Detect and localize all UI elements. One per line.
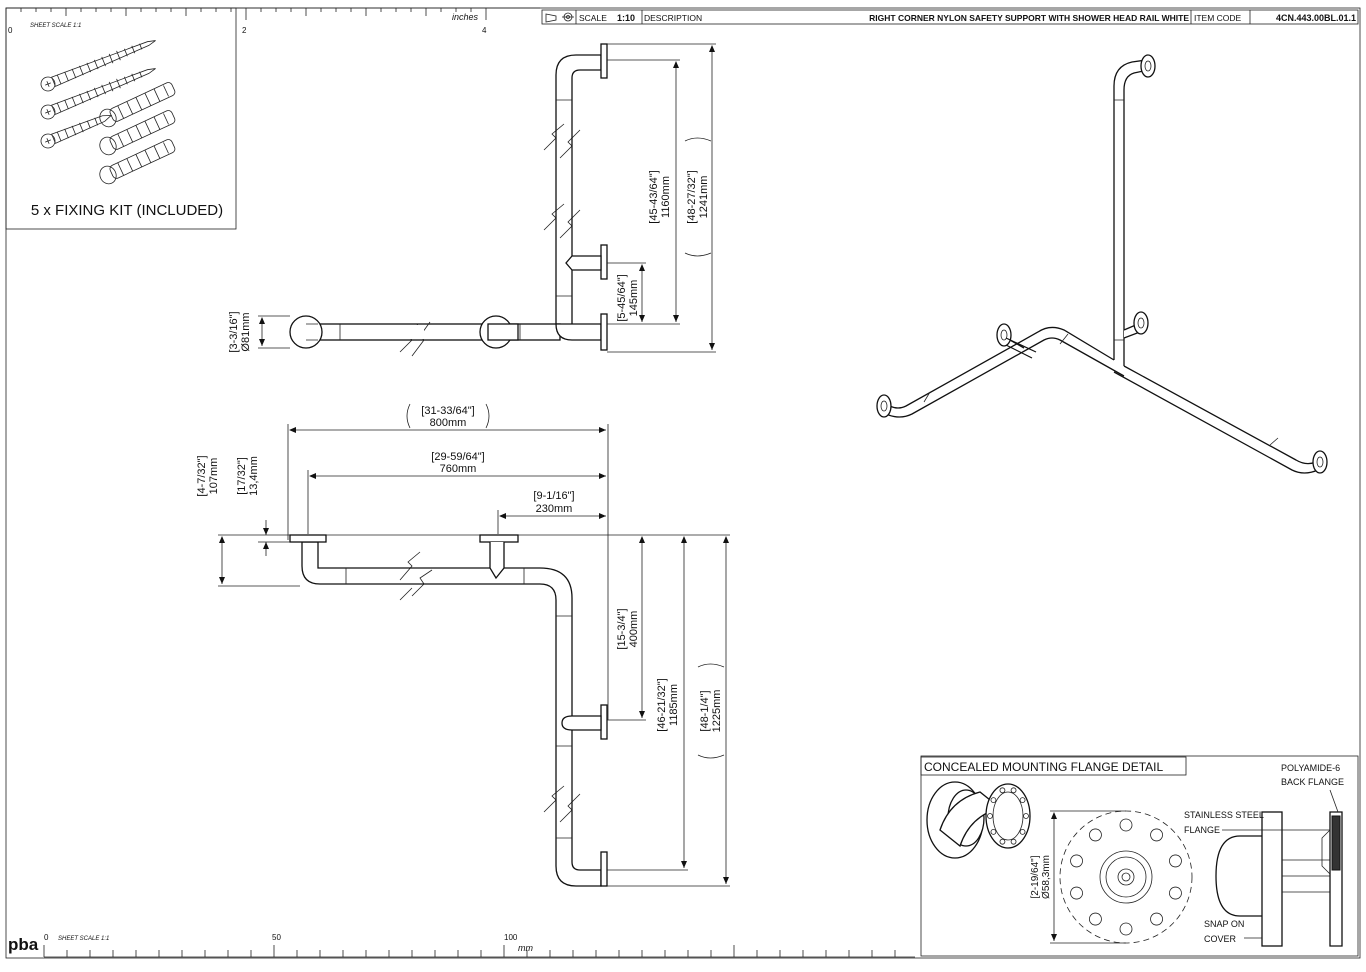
dim-230-metric: 230mm xyxy=(536,503,573,515)
screw-icon xyxy=(40,40,156,149)
bottom-ruler: 0 50 100 SHEET SCALE 1:1 mm xyxy=(43,933,915,958)
flange-hole xyxy=(1089,912,1102,926)
dim-1160-imperial: [45-43/64"] xyxy=(648,170,660,223)
bottom-ruler-unit: mm xyxy=(518,943,533,953)
dim-1225-metric: 1225mm xyxy=(711,690,723,733)
flange-hole xyxy=(990,797,997,804)
dim-13-4-metric: 13,4mm xyxy=(248,456,260,496)
fixing-kit-sheet-scale: SHEET SCALE 1:1 xyxy=(30,23,81,29)
label-cover-line2: COVER xyxy=(1204,934,1237,944)
dim-107-metric: 107mm xyxy=(208,458,220,495)
plan-view-drawing xyxy=(289,534,608,887)
dim-800-metric: 800mm xyxy=(430,417,467,429)
wall-plug-icon xyxy=(99,82,176,185)
title-block: SCALE 1:10 DESCRIPTION RIGHT CORNER NYLO… xyxy=(541,9,1359,25)
bottom-ruler-tick-50: 50 xyxy=(272,933,281,942)
flange-detail-panel: CONCEALED MOUNTING FLANGE DETAIL [2-19/6… xyxy=(920,755,1359,957)
detail-title: CONCEALED MOUNTING FLANGE DETAIL xyxy=(924,760,1163,774)
item-code-label: ITEM CODE xyxy=(1194,13,1242,23)
flange-hole xyxy=(1023,813,1029,819)
dim-diameter-metric: Ø58,3mm xyxy=(1041,855,1052,899)
description-value: RIGHT CORNER NYLON SAFETY SUPPORT WITH S… xyxy=(869,13,1189,23)
brand-logo: pba xyxy=(8,935,39,954)
front-view-drawing xyxy=(289,43,608,357)
flange-hole xyxy=(1119,922,1133,936)
flange-front-icon: [2-19/64"] Ø58,3mm xyxy=(1030,810,1193,944)
flange-hole xyxy=(1019,797,1026,804)
flange-hole xyxy=(1150,828,1163,842)
flange-hole xyxy=(1070,886,1083,900)
flange-hole xyxy=(1089,828,1102,842)
top-ruler-tick-2: 2 xyxy=(242,26,247,35)
front-view-dimensions: [45-43/64"] 1160mm [48-27/32"] 1241mm [5… xyxy=(228,43,716,353)
sheet-border xyxy=(5,7,1361,959)
dim-400-metric: 400mm xyxy=(628,611,640,648)
flange-hole xyxy=(990,828,997,835)
label-back-flange-line1: POLYAMIDE-6 xyxy=(1281,763,1340,773)
item-code-value: 4CN.443.00BL.01.1 xyxy=(1276,13,1356,23)
description-label: DESCRIPTION xyxy=(644,13,702,23)
flange-hole xyxy=(1150,912,1163,926)
dim-flange-metric: Ø81mm xyxy=(240,312,252,351)
label-steel-flange-line2: FLANGE xyxy=(1184,825,1220,835)
label-cover-line1: SNAP ON xyxy=(1204,919,1244,929)
dim-1160-metric: 1160mm xyxy=(660,176,672,218)
dim-1185-imperial: [46-21/32"] xyxy=(656,678,668,731)
dim-230-imperial: [9-1/16"] xyxy=(533,490,574,502)
dim-1241-imperial: [48-27/32"] xyxy=(686,170,698,223)
top-ruler-unit: inches xyxy=(452,12,479,22)
flange-hole xyxy=(1010,787,1017,794)
bottom-ruler-sheet-scale: SHEET SCALE 1:1 xyxy=(58,936,109,942)
top-ruler-tick-0: 0 xyxy=(8,26,13,35)
dim-1225-imperial: [48-1/4"] xyxy=(699,690,711,731)
flange-hole xyxy=(1010,838,1017,845)
scale-value: 1:10 xyxy=(617,13,635,23)
dim-145-imperial: [5-45/64"] xyxy=(616,274,628,321)
dim-760-imperial: [29-59/64"] xyxy=(431,451,484,463)
scale-label: SCALE xyxy=(579,13,607,23)
dim-800-imperial: [31-33/64"] xyxy=(421,405,474,417)
isometric-view-drawing xyxy=(876,54,1328,474)
flange-hole xyxy=(999,787,1006,794)
plan-view-dimensions: [31-33/64"] 800mm [29-59/64"] 760mm [9-1… xyxy=(196,403,730,887)
flange-3d-icon xyxy=(926,781,1031,859)
flange-hole xyxy=(1169,854,1182,868)
fixing-kit-caption: 5 x FIXING KIT (INCLUDED) xyxy=(31,202,223,219)
label-steel-flange-line1: STAINLESS STEEL xyxy=(1184,810,1264,820)
dim-760-metric: 760mm xyxy=(440,463,477,475)
projection-symbol-icon xyxy=(545,12,574,23)
top-ruler: 0 2 4 inches xyxy=(5,7,540,35)
bottom-ruler-tick-0: 0 xyxy=(44,933,49,942)
fixing-kit-panel: SHEET SCALE 1:1 xyxy=(5,7,237,230)
flange-hole xyxy=(1070,854,1083,868)
dim-1241-metric: 1241mm xyxy=(698,176,710,219)
flange-hole xyxy=(1019,828,1026,835)
dim-13-4-imperial: [17/32"] xyxy=(236,457,248,495)
flange-hole xyxy=(999,838,1006,845)
flange-hole xyxy=(1169,886,1182,900)
dim-flange-imperial: [3-3/16"] xyxy=(228,311,240,352)
top-ruler-tick-4: 4 xyxy=(482,26,487,35)
dim-145-metric: 145mm xyxy=(628,280,640,317)
bottom-ruler-tick-100: 100 xyxy=(504,933,518,942)
dim-107-imperial: [4-7/32"] xyxy=(196,455,208,496)
flange-hole xyxy=(987,813,993,819)
dim-diameter-imperial: [2-19/64"] xyxy=(1030,855,1041,898)
dim-1185-metric: 1185mm xyxy=(668,684,680,726)
dim-400-imperial: [15-3/4"] xyxy=(616,608,628,649)
label-back-flange-line2: BACK FLANGE xyxy=(1281,777,1344,787)
flange-hole xyxy=(1119,818,1133,832)
